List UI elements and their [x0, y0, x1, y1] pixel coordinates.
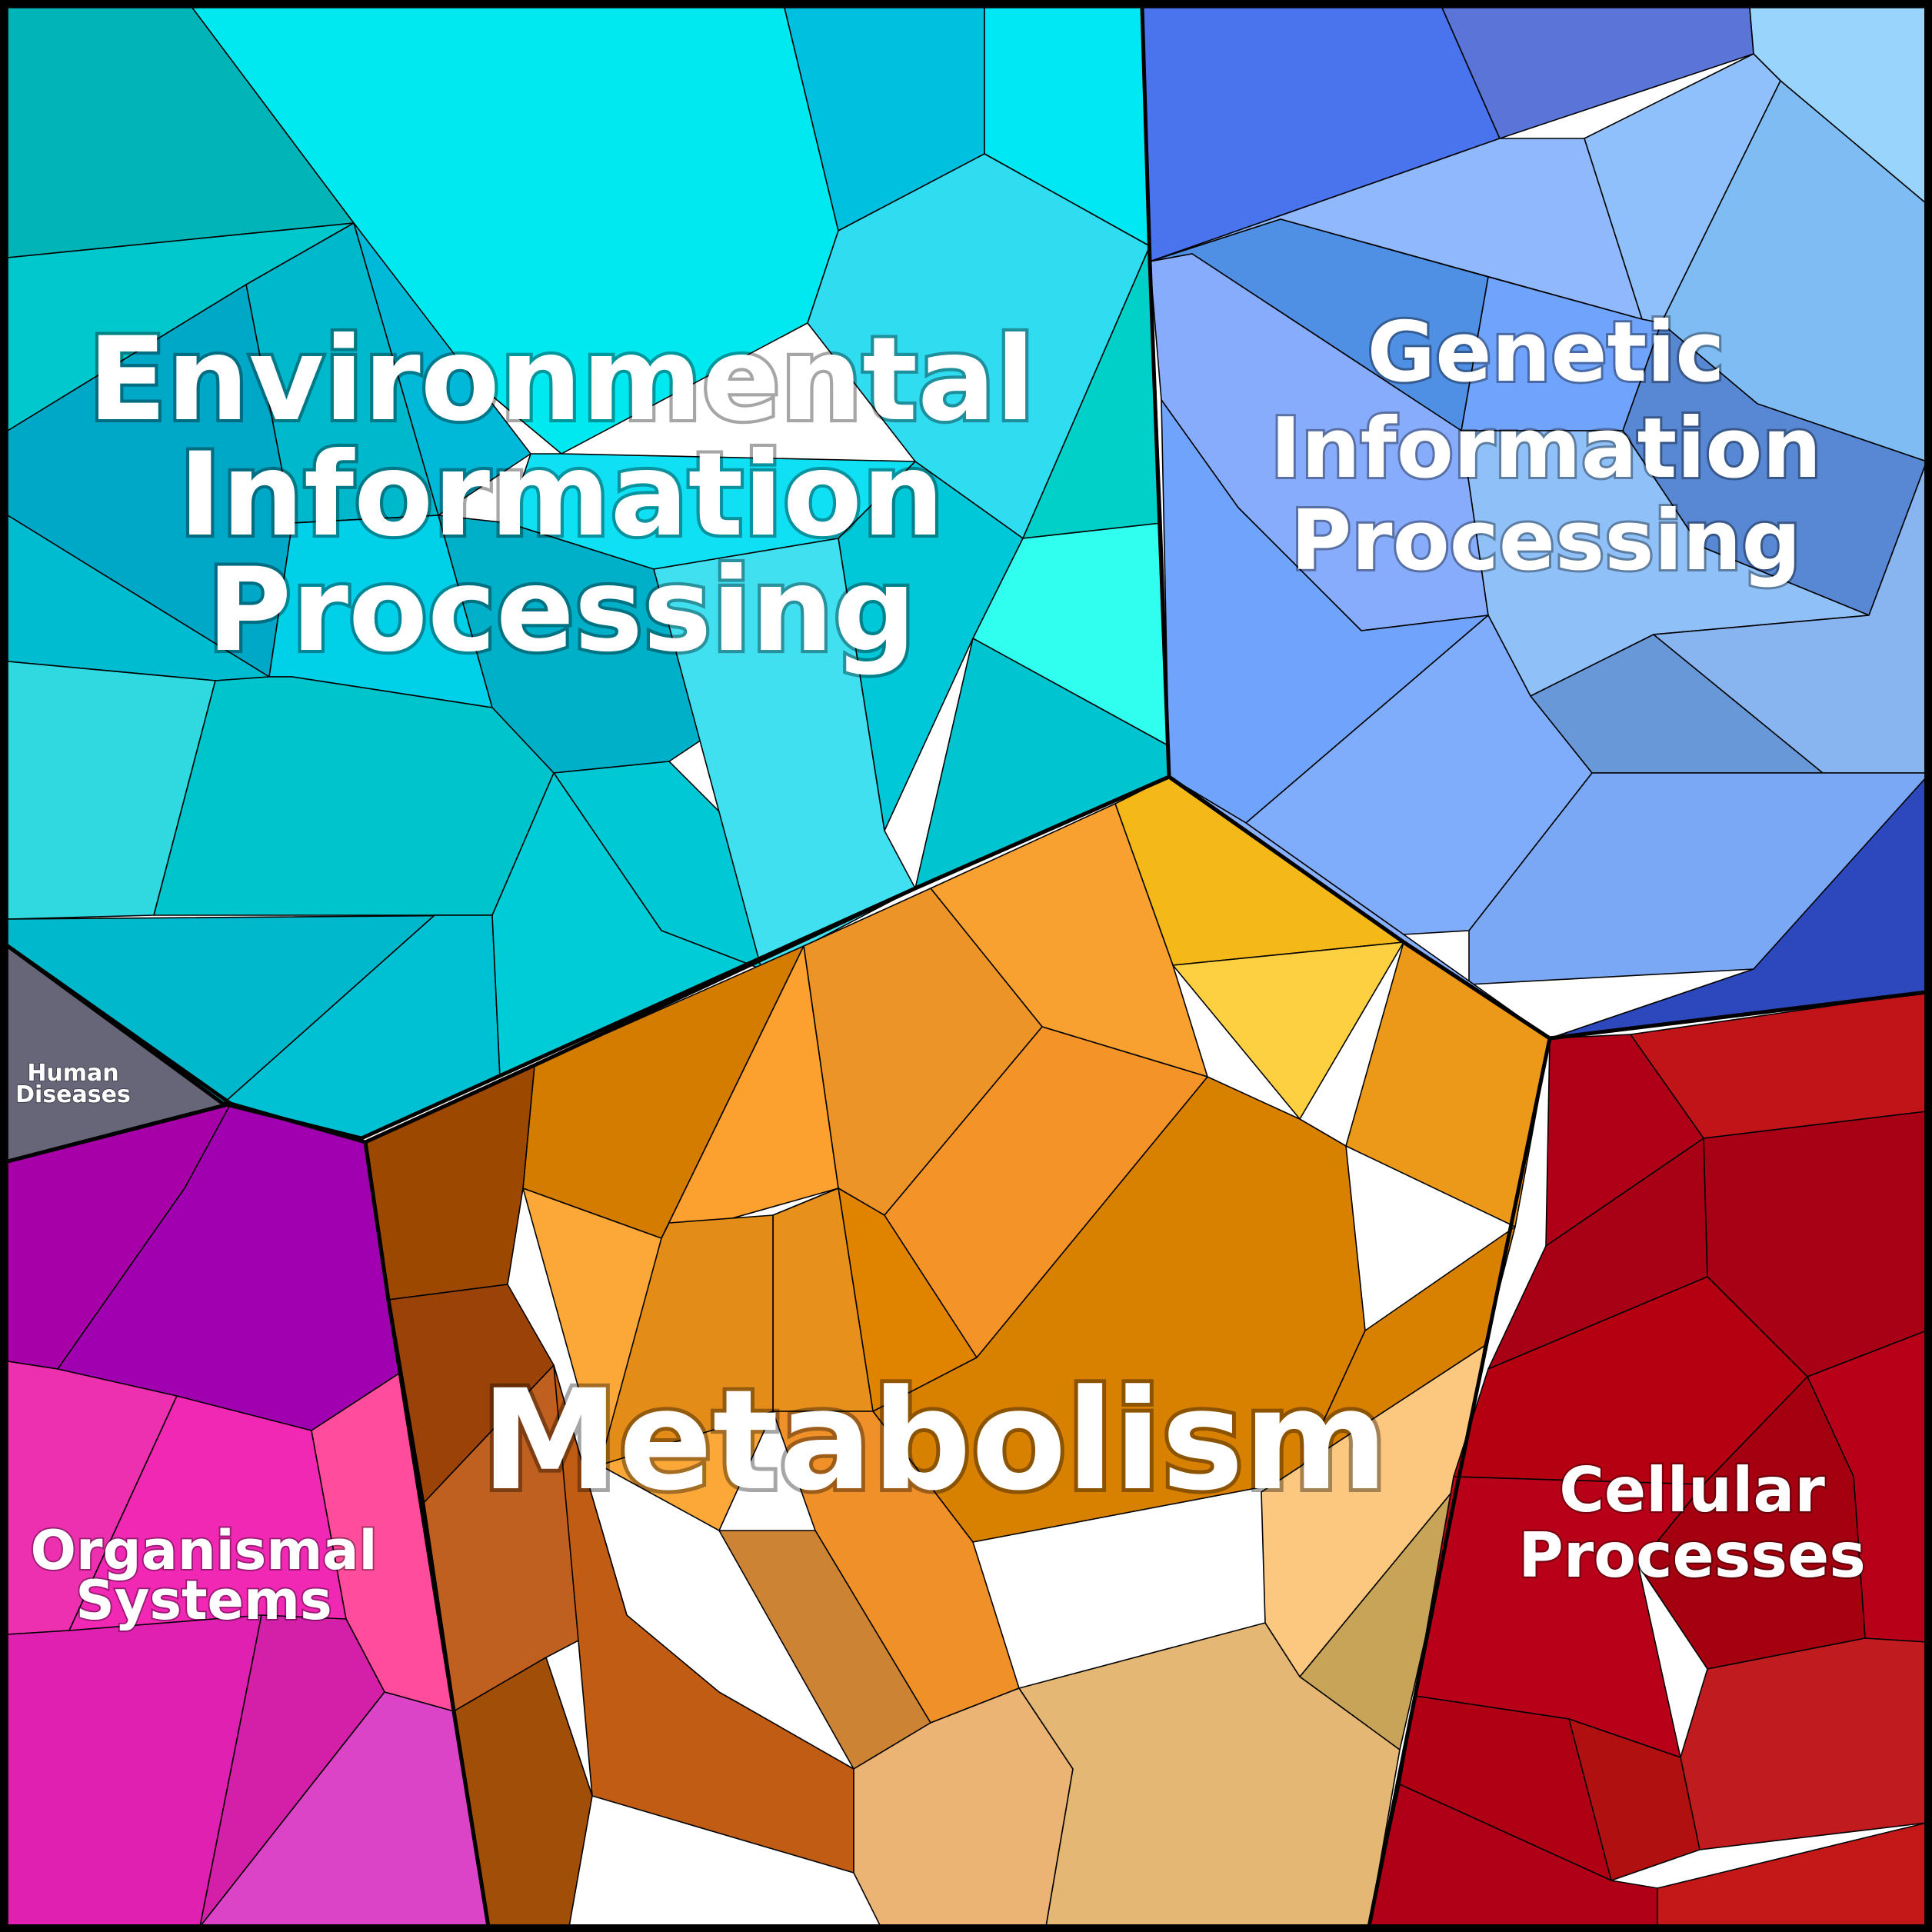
organismal-label-line: Organismal: [30, 1519, 377, 1582]
metabolism-cell: [884, 1026, 1208, 1358]
environmental-cell: [353, 222, 531, 516]
environmental-label-line: Information: [178, 428, 944, 562]
cellular-label-line: Cellular: [1559, 1454, 1825, 1526]
human-diseases-label-line: Human: [27, 1060, 118, 1087]
region-organismal: [7, 1103, 489, 1927]
genetic-label-line: Information: [1271, 401, 1822, 497]
cellular-boundary: [1547, 990, 1929, 1041]
cellular-label-line: Processes: [1518, 1520, 1866, 1591]
cellular-cell: [1680, 1637, 1927, 1850]
metabolism-label: Metabolism: [481, 1361, 1387, 1521]
cellular-cell: [1568, 1718, 1700, 1881]
region-metabolism: [365, 776, 1551, 1927]
metabolism-label-line: Metabolism: [481, 1361, 1387, 1521]
environmental-cell: [153, 676, 555, 916]
metabolism-cell: [1172, 941, 1404, 1120]
environmental-label-line: Processing: [207, 544, 916, 678]
metabolism-cell: [1261, 1345, 1485, 1677]
genetic-label-line: Genetic: [1367, 305, 1725, 401]
region-genetic: [1141, 7, 1927, 1039]
genetic-label-line: Processing: [1291, 493, 1801, 589]
environmental-cell: [838, 461, 1024, 831]
region-cellular: [1368, 991, 1927, 1927]
metabolism-cell: [599, 1214, 774, 1466]
organismal-label-line: Systems: [75, 1569, 331, 1632]
human-diseases-boundary: [5, 944, 233, 1164]
metabolism-cell: [661, 945, 839, 1239]
environmental-cell: [653, 538, 916, 970]
region-environmental: [7, 7, 1170, 1139]
environmental-label-line: Environmental: [88, 313, 1034, 447]
human-diseases-label-line: Diseases: [15, 1081, 131, 1108]
